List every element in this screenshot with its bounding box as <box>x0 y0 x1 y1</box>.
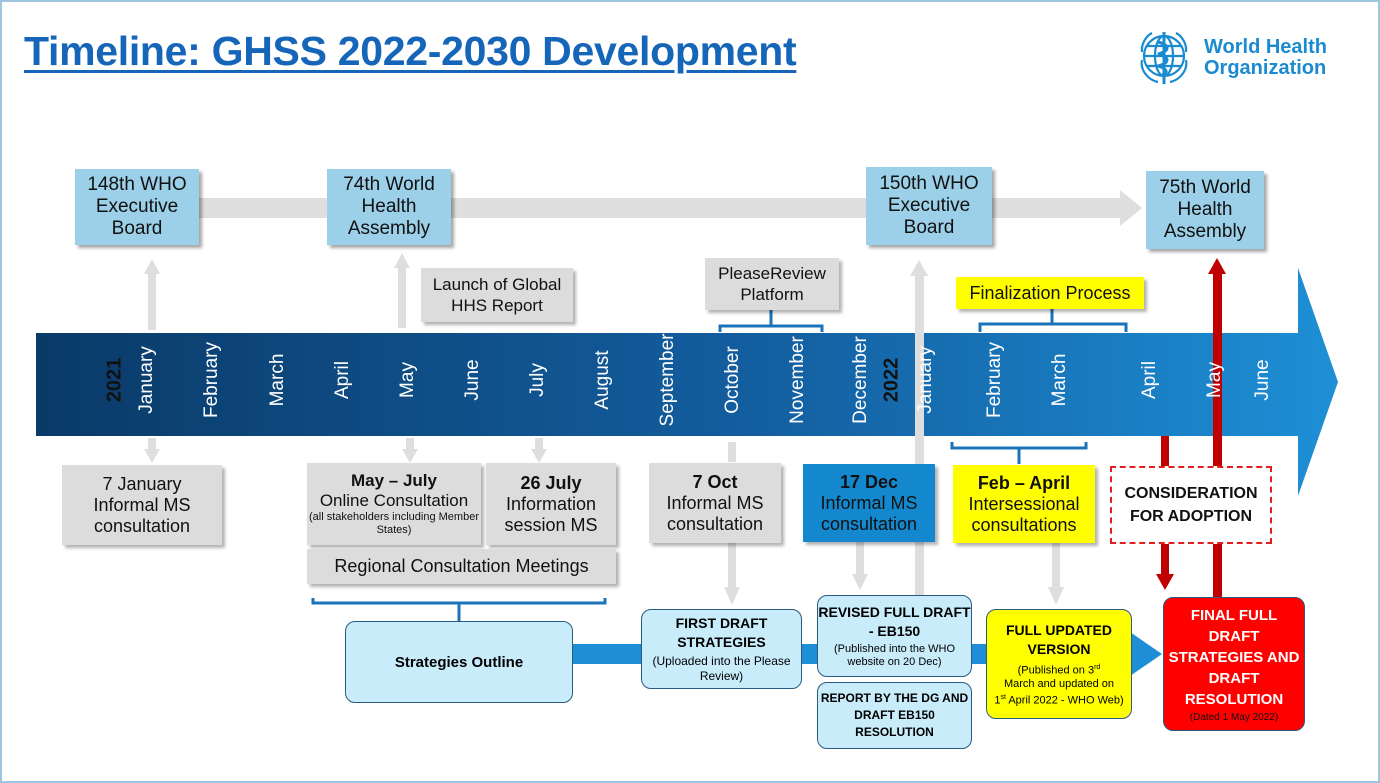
event-date: 17 Dec <box>839 471 899 492</box>
page-title: Timeline: GHSS 2022-2030 Development <box>24 28 797 74</box>
strategies-outline: Strategies Outline <box>345 621 573 703</box>
output-note: (Published into the WHO website on 20 De… <box>833 643 956 668</box>
consideration-for-adoption: CONSIDERATION FOR ADOPTION <box>1110 466 1272 544</box>
output-title: FULL UPDATED VERSION <box>1005 621 1113 657</box>
meeting-wha75: 75th World Health Assembly <box>1146 171 1264 249</box>
event-feb-april: Feb – April Intersessional consultations <box>953 465 1095 543</box>
finalization-label: Finalization Process <box>956 277 1144 309</box>
event-date: 26 July <box>520 472 582 493</box>
event-date: 7 January <box>102 473 182 494</box>
event-text: Informal MS consultation <box>666 492 764 534</box>
full-updated-version: FULL UPDATED VERSION (Published on 3rd M… <box>986 609 1132 719</box>
brackets <box>311 308 1128 622</box>
output-title: FINAL FULL DRAFT STRATEGIES AND DRAFT RE… <box>1168 606 1300 708</box>
event-text: Informal MS consultation <box>820 492 918 534</box>
launch-label: Launch of Global HHS Report <box>421 268 573 322</box>
event-date: May – July <box>351 471 437 490</box>
event-text: Information session MS <box>504 493 598 535</box>
event-date: 7 Oct <box>692 471 738 492</box>
revised-full-draft: REVISED FULL DRAFT - EB150 (Published in… <box>817 595 972 677</box>
event-text: Online Consultation <box>319 491 469 510</box>
meeting-wha74: 74th World Health Assembly <box>327 169 451 245</box>
output-title: FIRST DRAFT STRATEGIES <box>675 615 768 650</box>
output-note: (Dated 1 May 2022) <box>1189 711 1279 723</box>
event-17-dec: 17 Dec Informal MS consultation <box>803 464 935 542</box>
event-note: (all stakeholders including Member State… <box>309 511 479 536</box>
first-draft-strategies: FIRST DRAFT STRATEGIES (Uploaded into th… <box>641 609 802 689</box>
meeting-eb150: 150th WHO Executive Board <box>866 167 992 245</box>
event-text: Intersessional consultations <box>968 493 1080 535</box>
grey-arrows <box>144 253 1064 605</box>
who-emblem-icon <box>1140 32 1188 84</box>
event-text: Informal MS consultation <box>93 494 191 536</box>
output-title: REVISED FULL DRAFT - EB150 <box>818 604 971 639</box>
report-dg-draft-resolution: REPORT BY THE DG AND DRAFT EB150 RESOLUT… <box>817 682 972 749</box>
logo-line-2: Organization <box>1204 57 1327 79</box>
who-logo: World Health Organization <box>1132 26 1332 90</box>
logo-line-1: World Health <box>1204 36 1327 58</box>
output-note: (Published on 3rd March and updated on 1… <box>994 663 1124 707</box>
timeline-band <box>36 268 1338 496</box>
meeting-eb148: 148th WHO Executive Board <box>75 169 199 245</box>
final-full-draft: FINAL FULL DRAFT STRATEGIES AND DRAFT RE… <box>1163 597 1305 731</box>
regional-consultation: Regional Consultation Meetings <box>307 549 616 584</box>
event-7-oct: 7 Oct Informal MS consultation <box>649 463 781 543</box>
pleasereview-label: PleaseReview Platform <box>705 258 839 310</box>
event-26-july: 26 July Information session MS <box>486 463 616 545</box>
event-date: Feb – April <box>977 472 1071 493</box>
event-may-july: May – July Online Consultation (all stak… <box>307 463 481 545</box>
output-note: (Uploaded into the Please Review) <box>652 654 791 683</box>
event-7-january: 7 January Informal MS consultation <box>62 465 222 545</box>
